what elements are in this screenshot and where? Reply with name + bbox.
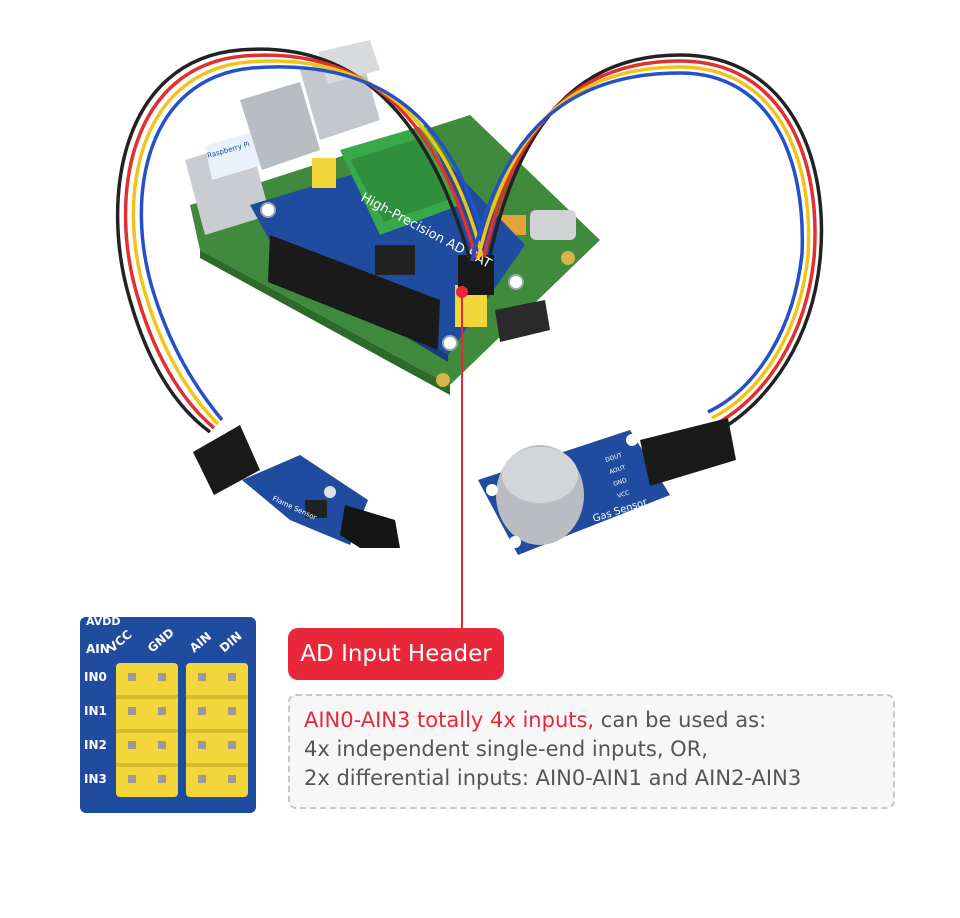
callout-marker (456, 286, 468, 298)
inset-ain-label: AIN (86, 642, 110, 656)
callout-line (461, 290, 463, 628)
product-photo: High-Precision AD HAT Raspberry Pi Flame… (115, 40, 824, 555)
description-line-2: 4x independent single-end inputs, OR, (304, 737, 708, 761)
description-highlight: AIN0-AIN3 totally 4x inputs, (304, 708, 595, 732)
inset-avdd-label: AVDD (86, 617, 121, 628)
ad-hat-board: High-Precision AD HAT Raspberry Pi (206, 125, 525, 362)
flame-sensor-cable (115, 47, 490, 434)
gas-pin-aout: AOUT (608, 464, 626, 476)
inset-row-in1: IN1 (84, 704, 107, 718)
flame-sensor-module: Flame Sensor (193, 425, 400, 548)
description-line-1-rest: can be used as: (594, 708, 767, 732)
header-closeup-photo: AVDD AIN VCC GND AIN DIN IN0 IN1 IN2 IN3 (80, 617, 256, 813)
gas-sensor-module: Gas Sensor DOUT AOUT GND VCC (478, 418, 736, 555)
inset-row-in0: IN0 (84, 670, 107, 684)
description-line-1: AIN0-AIN3 totally 4x inputs, can be used… (304, 706, 893, 735)
gas-pin-gnd: GND (612, 477, 628, 488)
inset-row-in2: IN2 (84, 738, 107, 752)
description-line-3: 2x differential inputs: AIN0-AIN1 and AI… (304, 766, 802, 790)
gas-sensor-cable (470, 53, 824, 432)
description-box: AIN0-AIN3 totally 4x inputs, can be used… (288, 694, 895, 809)
inset-row-in3: IN3 (84, 772, 107, 786)
callout-label: AD Input Header (288, 628, 504, 680)
gas-pin-vcc: VCC (616, 489, 630, 500)
jumper-caps (116, 663, 248, 797)
